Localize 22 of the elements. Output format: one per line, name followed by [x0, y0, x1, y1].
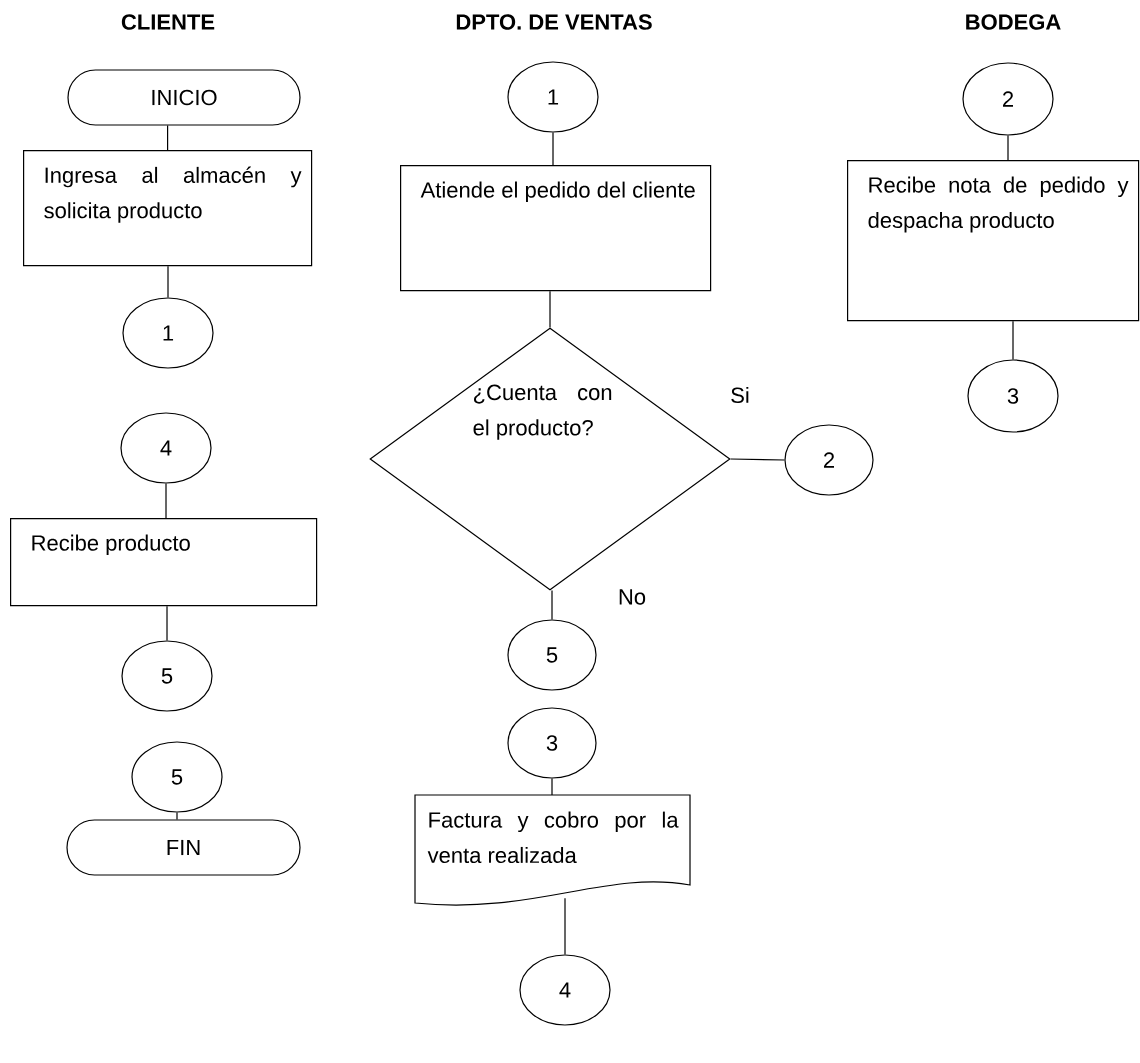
connector-line — [551, 590, 553, 620]
process-box: Recibe nota de pedido y despacha producto — [847, 160, 1140, 322]
column-heading: DPTO. DE VENTAS — [456, 14, 652, 30]
column-heading: BODEGA — [966, 14, 1061, 30]
connector-line — [549, 290, 551, 328]
process-box: Ingresa al almacén y solicita producto — [23, 150, 313, 267]
connector-line — [564, 897, 566, 955]
connector-line — [1012, 320, 1014, 360]
connector-line — [166, 605, 168, 641]
process-box: Recibe producto — [10, 518, 318, 607]
edge-label: No — [616, 588, 648, 606]
connector-line — [167, 265, 169, 298]
connector-line — [552, 132, 554, 166]
connector-line — [167, 125, 169, 151]
connector-line — [1007, 135, 1009, 161]
column-heading: CLIENTE — [121, 14, 215, 30]
connector-line — [551, 778, 553, 796]
connector-line — [176, 812, 178, 820]
process-box: Atiende el pedido del cliente — [400, 165, 712, 292]
connector-line — [165, 483, 167, 519]
edge-label: Si — [728, 385, 752, 405]
connector-line — [730, 458, 785, 461]
